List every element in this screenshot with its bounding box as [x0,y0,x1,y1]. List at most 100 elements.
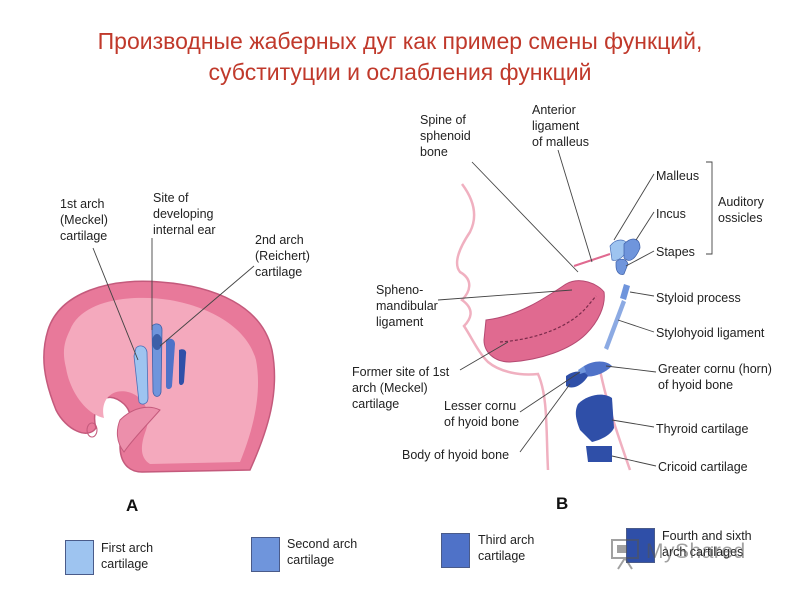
inner-ear-site [152,334,162,350]
legend-label-second-arch: Second arch cartilage [287,536,357,568]
cricoid-cartilage-shape [586,446,612,462]
label-line: Auditory [718,195,764,209]
legend-swatch-first-arch [65,540,94,575]
label-line: mandibular [376,299,438,313]
slide-title: Производные жаберных дуг как пример смен… [0,26,800,88]
leader-line [557,149,593,263]
label-cricoid-cartilage: Cricoid cartilage [658,460,748,474]
label-line: cartilage [287,553,335,567]
label-line: Site of [153,191,189,205]
fourth-arch-cartilage-a [179,349,187,385]
title-line-2: субституции и ослабления функций [208,59,592,85]
face-outline [455,183,550,471]
label-line: Greater cornu (horn) [658,362,772,376]
label-line: internal ear [153,223,216,237]
label-line: developing [153,207,214,221]
label-incus: Incus [656,207,686,221]
legend-swatch-second-arch [251,537,280,572]
legend-label-first-arch: First arch cartilage [101,540,153,572]
legend-label-third-arch: Third arch cartilage [478,532,534,564]
mandible [483,280,605,363]
label-line: Fourth and sixth [662,529,752,543]
stylohyoid-ligament-shape [604,300,626,350]
label-line: (Meckel) [60,213,108,227]
first-arch-cartilage [133,345,149,405]
leader-line [611,455,657,467]
label-line: of malleus [532,135,589,149]
label-line: Second arch [287,537,358,551]
legend-swatch-third-arch [441,533,470,568]
leader-line [471,161,579,273]
meckel-former-site [499,295,597,343]
label-styloid-process: Styloid process [656,291,741,305]
label-spine-of-sphenoid: Spine of sphenoid bone [420,112,471,160]
label-thyroid-cartilage: Thyroid cartilage [656,422,749,436]
label-line: ligament [376,315,424,329]
leader-line [437,289,573,301]
leader-line [605,365,657,373]
legend-label-fourth-sixth-arch: Fourth and sixth arch cartilages [662,528,752,560]
leader-line [611,419,655,428]
label-line: cartilage [60,229,108,243]
label-line: of hyoid bone [444,415,520,429]
stapes-shape [615,258,629,275]
label-malleus: Malleus [656,169,700,183]
title-line-1: Производные жаберных дуг как пример смен… [97,28,703,54]
label-line: cartilage [101,557,149,571]
label-line: (Reichert) [255,249,310,263]
ossicles-bracket [706,161,713,255]
leader-line [92,247,139,361]
label-line: 2nd arch [255,233,304,247]
label-anterior-ligament-malleus: Anterior ligament of malleus [532,102,589,150]
third-arch-cartilage-a [166,338,175,389]
leader-line [613,173,655,241]
panel-a-letter: A [126,496,139,515]
label-line: ossicles [718,211,763,225]
label-lesser-cornu: Lesser cornu of hyoid bone [444,398,519,430]
label-line: Lesser cornu [444,399,517,413]
leader-line [519,371,581,413]
label-former-meckel-site: Former site of 1st arch (Meckel) cartila… [352,364,449,412]
label-sphenomandibular-ligament: Spheno- mandibular ligament [376,282,438,330]
label-auditory-ossicles: Auditory ossicles [718,194,764,226]
label-internal-ear-site: Site of developing internal ear [153,190,216,238]
leader-line [625,250,655,267]
label-line: 1st arch [60,197,105,211]
embryo-illustration [43,238,276,473]
greater-cornu-shape [584,361,612,377]
thyroid-cartilage-shape [575,394,614,442]
label-line: bone [420,145,448,159]
presentation-board-icon [611,539,639,570]
label-second-arch-cartilage: 2nd arch (Reichert) cartilage [255,232,310,280]
leader-line [459,341,509,371]
label-first-arch-cartilage: 1st arch (Meckel) cartilage [60,196,108,244]
leader-line [635,211,655,241]
anterior-ligament-shape [573,253,611,267]
leader-line [629,291,655,297]
hyoid-body-shape [566,371,588,388]
incus-shape [623,238,641,261]
label-line: Spine of [420,113,466,127]
head-profile-illustration [437,149,713,471]
myshared-watermark: MyShared [606,534,776,574]
leader-line [519,383,571,453]
label-line: arch (Meckel) [352,381,428,395]
label-line: Third arch [478,533,535,547]
label-body-of-hyoid: Body of hyoid bone [402,448,510,462]
panel-b-letter: B [556,494,569,513]
label-line: arch cartilages [662,545,744,559]
label-line: ligament [532,119,580,133]
label-line: cartilage [352,397,400,411]
leader-line [617,319,655,333]
label-line: cartilage [478,549,526,563]
label-stylohyoid-ligament: Stylohyoid ligament [656,326,765,340]
label-line: Former site of 1st [352,365,450,379]
embryo-lower-fold [116,406,161,453]
watermark-text: MyShared [646,540,746,563]
leader-line [159,265,255,347]
embryo-eye-spot [86,422,98,438]
label-line: First arch [101,541,154,555]
styloid-process-shape [620,284,630,300]
label-line: sphenoid [420,129,471,143]
